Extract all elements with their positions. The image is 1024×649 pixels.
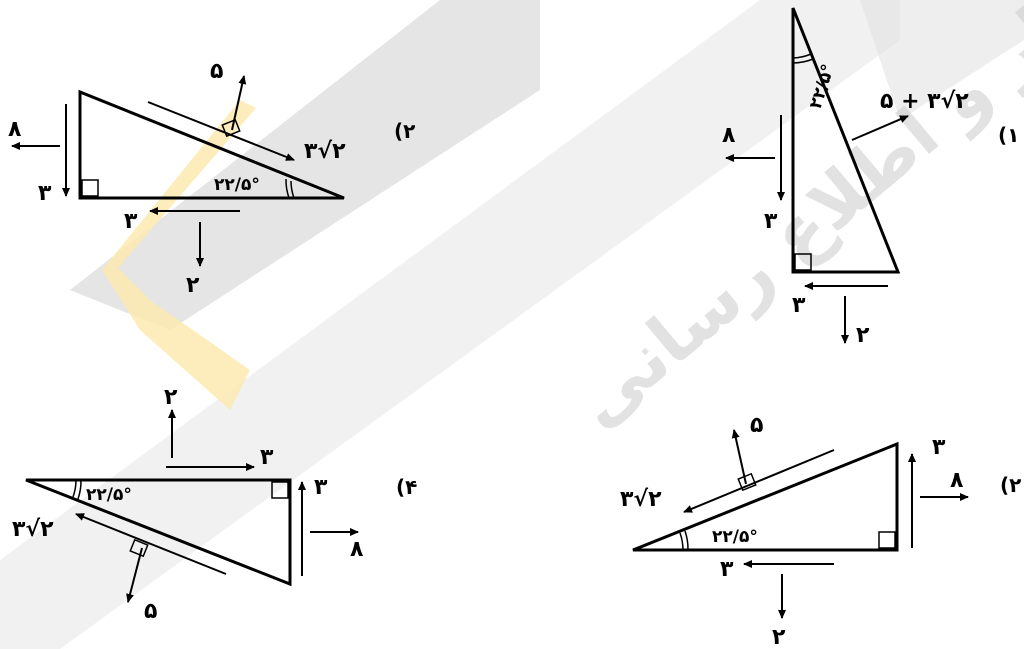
- option-1-hyp-force-label: ۵ + ۳√۲: [880, 89, 969, 114]
- option-3-normal-label: ۵: [750, 413, 763, 438]
- option-2-base-label: ۳: [124, 209, 138, 234]
- option-1-number: (۱: [998, 123, 1019, 147]
- watermark-band-right: [860, 0, 1024, 120]
- option-3-triangle: [632, 441, 899, 552]
- option-4-normal-arrow: [126, 547, 143, 603]
- option-2-number: (۲: [394, 119, 415, 143]
- option-2-triangle: [78, 89, 345, 200]
- option-1-horizontal-label: ۸: [722, 123, 736, 148]
- option-3-base-label: ۳: [720, 557, 734, 582]
- option-4-horizontal-label: ۸: [350, 537, 364, 562]
- option-3-angle-label: ۲۲/۵°: [712, 527, 758, 547]
- option-3-normal-arrow: [731, 429, 747, 485]
- option-1-hyp-force-arrow: [851, 115, 909, 141]
- option-4-up-label: ۲: [164, 385, 178, 410]
- option-2-angle-label: ۲۲/۵°: [214, 175, 260, 195]
- option-4-triangle: [25, 478, 292, 587]
- option-3-diagram: ۲۲/۵° ۵ ۳√۲ ۳ ۸ ۳ ۲ (۲: [620, 413, 1021, 649]
- option-2-right-angle-mark: [81, 179, 99, 197]
- option-3-angle-arc-2: [684, 530, 689, 551]
- option-3-vertical-label: ۳: [932, 435, 946, 460]
- option-1-base-label: ۳: [792, 293, 806, 318]
- option-1-angle-arc: [792, 53, 812, 59]
- option-2-normal-mark: [221, 118, 241, 138]
- option-4-angle-arc: [72, 479, 77, 498]
- option-2-horizontal-label: ۸: [8, 117, 22, 142]
- option-4-number: (۴: [396, 475, 417, 499]
- option-2-normal-label: ۵: [210, 59, 223, 84]
- option-4-angle-arc-2: [77, 479, 82, 500]
- watermark-band-upper: [70, 0, 540, 330]
- option-3-down-label: ۲: [772, 625, 786, 649]
- option-4-hyp-arrow: [75, 513, 227, 575]
- option-4-diagram: ۲۲/۵° ۲ ۳ ۳ ۸ ۳√۲ ۵ (۴: [12, 385, 417, 624]
- option-1-down-label: ۲: [856, 323, 870, 348]
- option-4-normal-label: ۵: [144, 599, 157, 624]
- option-4-top-label: ۳: [260, 445, 274, 470]
- option-3-normal-mark: [737, 472, 757, 492]
- option-3-angle-arc: [679, 532, 684, 551]
- watermark-band-lower: [0, 0, 900, 649]
- option-1-right-angle-mark: [794, 253, 812, 271]
- option-2-down-label: ۲: [186, 273, 200, 298]
- option-4-hyp-label: ۳√۲: [12, 517, 54, 542]
- option-1-angle-arc-2: [792, 58, 814, 64]
- option-2-angle-arc-2: [285, 178, 290, 199]
- option-2-hyp-arrow: [147, 101, 295, 161]
- option-4-normal-mark: [129, 538, 149, 558]
- option-2-diagram: ۲۲/۵° ۵ ۳√۲ ۸ ۳ ۳ ۲ (۲: [8, 59, 415, 298]
- option-4-angle-label: ۲۲/۵°: [86, 485, 132, 505]
- option-2-vertical-label: ۳: [38, 181, 52, 206]
- option-4-right-angle-mark: [271, 481, 289, 499]
- option-3-number: (۲: [1000, 473, 1021, 497]
- watermark-accent: [102, 100, 256, 410]
- option-3-right-angle-mark: [878, 531, 896, 549]
- option-2-hyp-label: ۳√۲: [304, 139, 346, 164]
- option-2-angle-arc: [290, 180, 295, 199]
- option-3-hyp-label: ۳√۲: [620, 487, 662, 512]
- option-3-hyp-arrow: [683, 449, 835, 513]
- option-4-vertical-label: ۳: [314, 475, 328, 500]
- option-1-triangle: [791, 7, 901, 274]
- option-3-horizontal-label: ۸: [950, 468, 964, 493]
- option-1-vertical-label: ۳: [764, 209, 778, 234]
